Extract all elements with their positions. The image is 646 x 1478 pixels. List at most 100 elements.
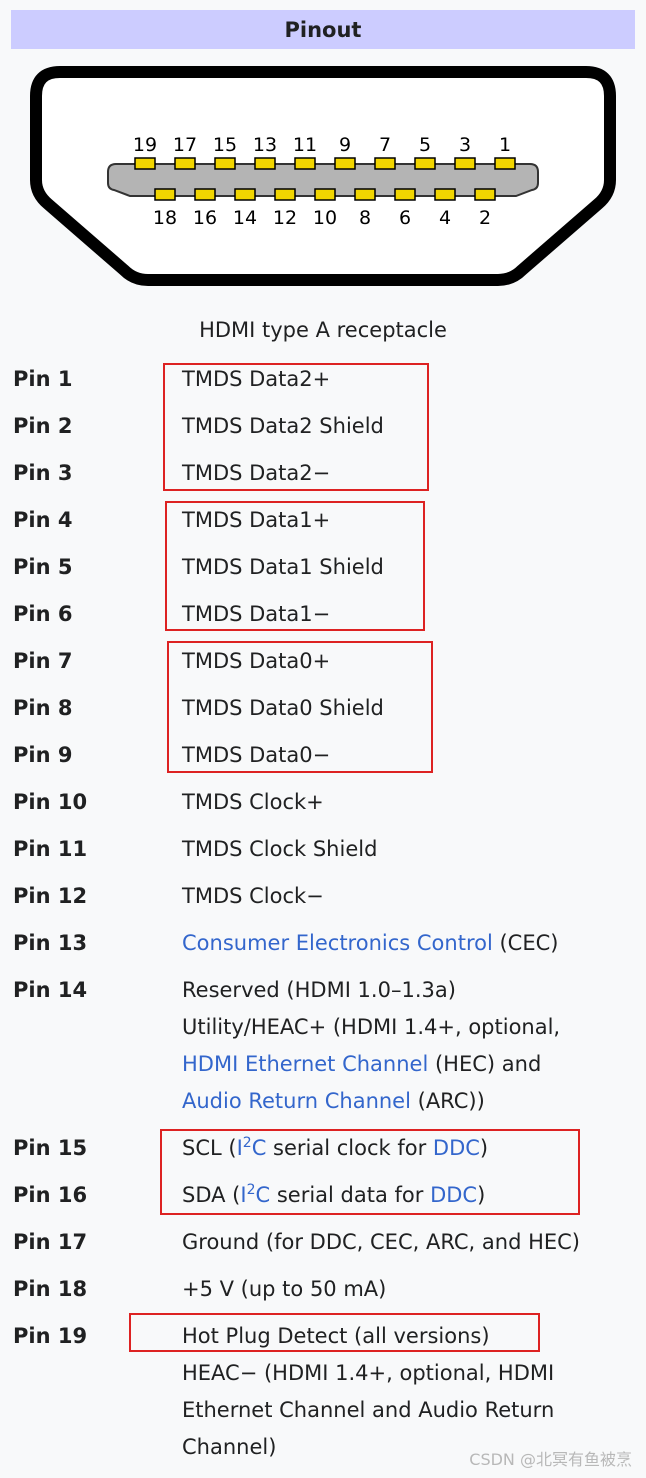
pin-label: Pin 16 [13,1183,88,1207]
wiki-link[interactable]: Consumer Electronics Control [182,931,493,955]
description-text: TMDS Clock Shield [182,837,378,861]
pin-contact-top [254,157,276,170]
pin-contact-bottom [474,188,496,201]
description-text: TMDS Data2− [182,461,331,485]
pin-contact-bottom [154,188,176,201]
description-line: Ground (for DDC, CEC, ARC, and HEC) [182,1224,644,1261]
description-text: ) [479,1136,489,1160]
pin-description: TMDS Clock+ [182,784,644,821]
pin-contact-bottom [194,188,216,201]
pin-contact-top [374,157,396,170]
description-line: Audio Return Channel (ARC)) [182,1083,644,1120]
pin-label: Pin 6 [13,602,73,626]
pin-contact-top [454,157,476,170]
pin-number-label: 10 [313,207,337,229]
description-text: TMDS Data1 Shield [182,555,384,579]
pin-description: SDA (I2C serial data for DDC) [182,1177,644,1214]
wiki-link[interactable]: I [240,1183,247,1207]
pin-number-label: 18 [153,207,177,229]
pin-contact-bottom [354,188,376,201]
pin-number-label: 16 [193,207,217,229]
pin-number-label: 3 [459,134,471,156]
pin-number-label: 17 [173,134,197,156]
description-line: TMDS Data0 Shield [182,690,644,727]
pin-number-label: 6 [399,207,411,229]
description-line: TMDS Data0+ [182,643,644,680]
description-text: SCL ( [182,1136,237,1160]
pin-contact-top [334,157,356,170]
description-text: ) [477,1183,486,1207]
description-text: serial clock for [266,1136,433,1160]
pin-label: Pin 12 [13,884,88,908]
wiki-link[interactable]: 2 [242,1135,252,1151]
description-line: +5 V (up to 50 mA) [182,1271,644,1308]
description-text: TMDS Clock− [182,884,324,908]
pin-number-label: 11 [293,134,317,156]
description-text: Channel) [182,1435,277,1459]
connector-caption: HDMI type A receptacle [199,318,447,342]
pin-contact-bottom [434,188,456,201]
pin-number-label: 9 [339,134,351,156]
pin-contact-top [294,157,316,170]
description-text: (HEC) and [428,1052,542,1076]
wiki-link[interactable]: DDC [430,1183,478,1207]
pin-contact-top [174,157,196,170]
wiki-link[interactable]: I [236,1136,243,1160]
pin-description: Consumer Electronics Control (CEC) [182,925,644,962]
pin-number-label: 13 [253,134,277,156]
pin-number-label: 15 [213,134,237,156]
wiki-link[interactable]: DDC [432,1136,480,1160]
description-text: HEAC− (HDMI 1.4+, optional, HDMI [182,1361,555,1385]
pin-number-label: 2 [479,207,491,229]
pin-description: SCL (I2C serial clock for DDC) [182,1130,644,1167]
description-line: TMDS Data1+ [182,502,644,539]
pinout-title: Pinout [284,17,362,42]
pin-description: TMDS Clock− [182,878,644,915]
pin-description: Reserved (HDMI 1.0–1.3a)Utility/HEAC+ (H… [182,972,644,1120]
pin-contact-bottom [314,188,336,201]
pin-description: TMDS Data2− [182,455,644,492]
pin-description: TMDS Clock Shield [182,831,644,868]
pin-description: TMDS Data2+ [182,361,644,398]
pin-label: Pin 7 [13,649,73,673]
description-text: serial data for [270,1183,431,1207]
pin-label: Pin 4 [13,508,73,532]
pin-label: Pin 18 [13,1277,88,1301]
pin-description: +5 V (up to 50 mA) [182,1271,644,1308]
description-line: TMDS Data1 Shield [182,549,644,586]
pin-description: TMDS Data1 Shield [182,549,644,586]
description-line: Hot Plug Detect (all versions) [182,1318,644,1355]
description-line: Utility/HEAC+ (HDMI 1.4+, optional, [182,1009,644,1046]
pin-description: Ground (for DDC, CEC, ARC, and HEC) [182,1224,644,1261]
pin-label: Pin 2 [13,414,73,438]
description-line: Consumer Electronics Control (CEC) [182,925,644,962]
wiki-link[interactable]: C [255,1183,271,1207]
wiki-link[interactable]: HDMI Ethernet Channel [182,1052,429,1076]
wiki-link[interactable]: 2 [246,1182,256,1198]
description-text: TMDS Clock+ [182,790,324,814]
pin-number-label: 8 [359,207,371,229]
pin-contact-top [214,157,236,170]
description-text: Hot Plug Detect (all versions) [182,1324,490,1348]
wiki-link[interactable]: C [251,1136,267,1160]
pin-label: Pin 5 [13,555,73,579]
description-text: TMDS Data2 Shield [182,414,384,438]
description-line: TMDS Clock− [182,878,644,915]
pin-description: TMDS Data2 Shield [182,408,644,445]
description-text: SDA ( [182,1183,241,1207]
pin-label: Pin 11 [13,837,88,861]
pin-label: Pin 13 [13,931,88,955]
description-text: +5 V (up to 50 mA) [182,1277,387,1301]
pin-label: Pin 14 [13,978,88,1002]
description-text: TMDS Data0 Shield [182,696,384,720]
description-line: HEAC− (HDMI 1.4+, optional, HDMI [182,1355,644,1392]
pin-contact-top [494,157,516,170]
description-text: TMDS Data0− [182,743,331,767]
pin-label: Pin 8 [13,696,73,720]
description-line: SCL (I2C serial clock for DDC) [182,1130,644,1167]
pin-description: TMDS Data0− [182,737,644,774]
description-text: Utility/HEAC+ (HDMI 1.4+, optional, [182,1015,561,1039]
pin-label: Pin 1 [13,367,73,391]
description-line: Ethernet Channel and Audio Return [182,1392,644,1429]
wiki-link[interactable]: Audio Return Channel [182,1089,411,1113]
